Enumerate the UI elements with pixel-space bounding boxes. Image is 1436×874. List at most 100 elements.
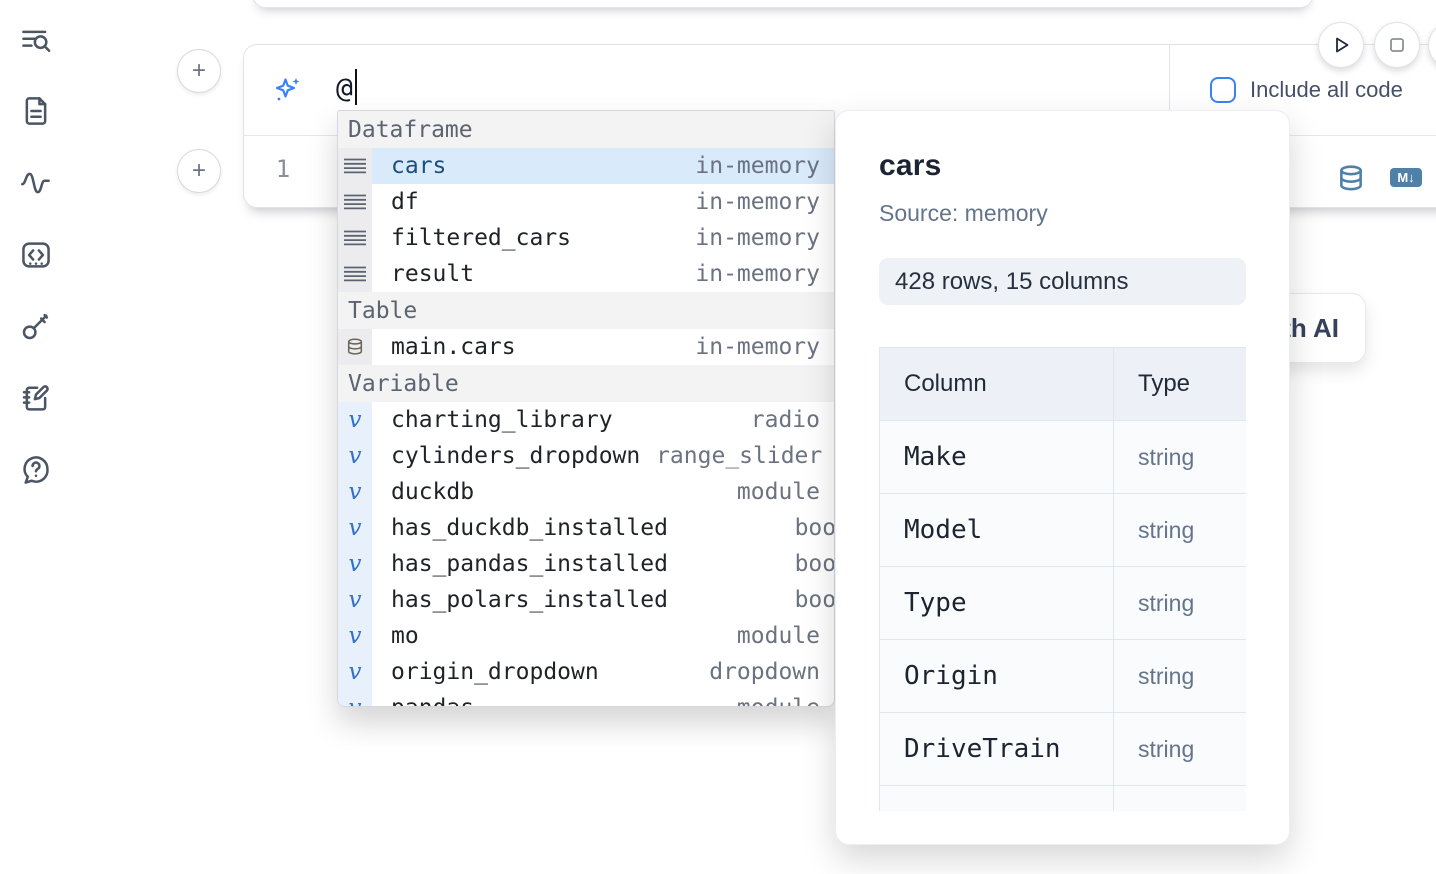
schema-header-column: Column	[879, 347, 1114, 421]
key-icon[interactable]	[20, 310, 52, 342]
autocomplete-section-header: Table	[338, 292, 834, 329]
previous-cell-edge	[252, 0, 1314, 8]
autocomplete-item-kind: bool	[794, 587, 835, 613]
ai-prompt-input[interactable]: @	[336, 69, 357, 105]
autocomplete-item-kind: in-memory	[695, 153, 820, 179]
schema-column-name: Origin	[879, 639, 1114, 713]
dataframe-icon	[344, 194, 366, 210]
schema-column-type: string	[1113, 566, 1246, 640]
variable-icon: v	[348, 406, 362, 433]
snippets-code-icon[interactable]	[20, 239, 52, 271]
variable-icon: v	[348, 442, 362, 469]
autocomplete-item-gutter: v	[338, 690, 372, 706]
variable-icon: v	[348, 550, 362, 577]
stop-button[interactable]	[1374, 22, 1420, 68]
autocomplete-section-header: Dataframe	[338, 111, 834, 148]
autocomplete-item-content: has_polars_installed bool	[372, 582, 834, 618]
schema-column-name: Type	[879, 566, 1114, 640]
autocomplete-item-kind: radio	[750, 407, 820, 433]
schema-column-name: Model	[879, 493, 1114, 567]
autocomplete-item[interactable]: df in-memory	[338, 184, 834, 220]
variable-icon: v	[349, 696, 362, 706]
scratchpad-icon[interactable]	[20, 382, 52, 414]
autocomplete-item-name: has_polars_installed	[391, 587, 668, 613]
variable-icon: v	[348, 478, 362, 505]
autocomplete-item-name: result	[391, 261, 475, 287]
autocomplete-item-name: filtered_cars	[391, 225, 572, 251]
variable-icon: v	[348, 514, 362, 541]
autocomplete-item-name: df	[391, 189, 419, 215]
autocomplete-item[interactable]: cars in-memory	[338, 148, 834, 184]
autocomplete-item-gutter: v	[338, 402, 372, 438]
line-number: 1	[275, 155, 291, 183]
autocomplete-item[interactable]: v has_duckdb_installedbool	[338, 510, 834, 546]
autocomplete-item-name: pandas	[372, 695, 474, 706]
dataframe-icon	[344, 158, 366, 174]
include-all-code-checkbox[interactable]	[1210, 77, 1236, 103]
autocomplete-item-gutter: v	[338, 510, 372, 546]
dataframe-icon	[344, 230, 366, 246]
variable-icon: v	[348, 586, 362, 613]
autocomplete-item-kind: in-memory	[695, 225, 820, 251]
autocomplete-item-gutter: v	[338, 474, 372, 510]
autocomplete-item[interactable]: filtered_cars in-memory	[338, 220, 834, 256]
add-cell-button-bottom[interactable]: +	[177, 149, 221, 193]
autocomplete-item-kind: in-memory	[695, 334, 820, 360]
autocomplete-item-gutter	[338, 329, 372, 365]
database-icon[interactable]	[1336, 164, 1366, 192]
autocomplete-item-kind: module	[736, 623, 820, 649]
autocomplete-item-name: has_duckdb_installed	[391, 515, 668, 541]
autocomplete-item-kind: in-memory	[695, 189, 820, 215]
table-database-icon	[347, 338, 363, 355]
autocomplete-item-gutter	[338, 220, 372, 256]
markdown-icon[interactable]: M↓	[1390, 168, 1422, 187]
shape-badge: 428 rows, 15 columns	[879, 258, 1246, 305]
autocomplete-item-kind: bool	[794, 551, 835, 577]
schema-column-name: Make	[879, 420, 1114, 494]
autocomplete-item-name: cars	[391, 153, 447, 179]
file-icon[interactable]	[20, 95, 52, 127]
autocomplete-item-gutter: v	[338, 438, 372, 474]
ai-prompt-row: @ Include all code	[244, 45, 1436, 135]
help-chat-icon[interactable]	[20, 454, 52, 486]
schema-row-clipped	[879, 785, 1246, 811]
ai-prompt-value: @	[336, 70, 353, 104]
autocomplete-item-content: pandas module	[372, 690, 834, 706]
autocomplete-item-kind: range_slider	[656, 443, 823, 469]
preview-source: Source: memory	[879, 200, 1048, 226]
schema-column-type: string	[1113, 420, 1246, 494]
activity-icon[interactable]	[20, 167, 52, 199]
autocomplete-item[interactable]: v has_polars_installed bool	[338, 582, 834, 618]
play-icon	[1336, 37, 1349, 53]
preview-title: cars	[879, 149, 942, 182]
run-cell-button[interactable]	[1318, 22, 1364, 68]
dataframe-preview-panel: cars Source: memory 428 rows, 15 columns…	[835, 110, 1290, 845]
autocomplete-item[interactable]: vpandas module	[338, 690, 834, 706]
include-all-code-label: Include all code	[1250, 77, 1403, 102]
autocomplete-item-kind: module	[638, 695, 834, 706]
autocomplete-item-gutter	[338, 184, 372, 220]
schema-header-type: Type	[1113, 347, 1246, 421]
autocomplete-item-content: has_duckdb_installedbool	[372, 510, 834, 546]
autocomplete-item-gutter	[338, 148, 372, 184]
add-cell-button-top[interactable]: +	[177, 49, 221, 93]
toc-search-icon[interactable]	[20, 25, 52, 57]
autocomplete-item-name: origin_dropdown	[391, 659, 599, 685]
autocomplete-section-header: Variable	[338, 365, 834, 402]
